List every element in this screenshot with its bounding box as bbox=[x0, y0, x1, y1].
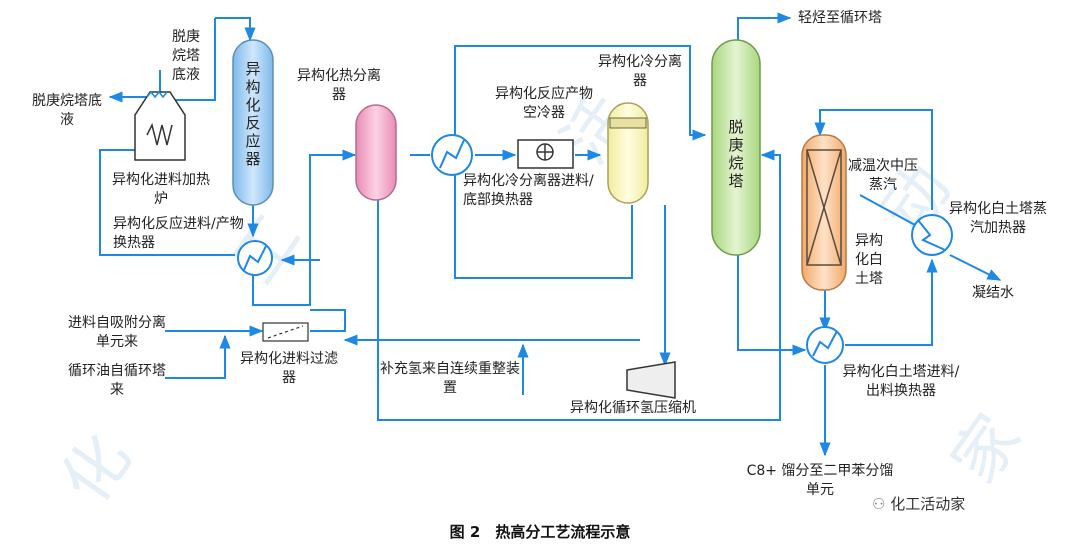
heater-coil bbox=[146, 90, 168, 99]
cold-sep-exchanger bbox=[431, 134, 473, 176]
air-cooler-label: 异构化反应产物空冷器 bbox=[495, 86, 593, 121]
hot-separator-label: 异构化热分离器 bbox=[297, 68, 381, 103]
deheptanizer-bottoms-out: 脱庚烷塔底液 bbox=[32, 93, 102, 128]
brand-logo: ⚇ 化工活动家 bbox=[872, 495, 966, 513]
feed-filter bbox=[262, 322, 309, 342]
clay-steam-heater bbox=[911, 214, 953, 256]
deheptanizer-bottoms-in: 脱庚烷塔底液 bbox=[172, 29, 200, 83]
compressor-label: 异构化循环氢压缩机 bbox=[570, 400, 696, 416]
heater-furnace bbox=[134, 91, 186, 161]
reactor-label: 异构化反应器 bbox=[245, 60, 261, 168]
steam-label: 减温次中压蒸汽 bbox=[848, 158, 918, 193]
cold-sep-exchanger-label: 异构化冷分离器进料/底部换热器 bbox=[463, 173, 594, 208]
clay-tower-vessel bbox=[801, 134, 847, 291]
clay-tower-label: 异构化白土塔 bbox=[855, 233, 883, 287]
reactor-vessel bbox=[232, 39, 274, 206]
recycle-compressor bbox=[626, 361, 676, 399]
clay-exchanger bbox=[806, 326, 844, 364]
hot-separator-vessel bbox=[355, 104, 397, 201]
feed-product-exchanger-label: 异构化反应进料/产物换热器 bbox=[113, 216, 244, 251]
light-hc-label: 轻烃至循环塔 bbox=[798, 10, 882, 26]
c8-product-label: C8+ 馏分至二甲苯分馏单元 bbox=[746, 463, 894, 498]
deheptanizer-column bbox=[711, 39, 761, 256]
feed-filter-label: 异构化进料过滤器 bbox=[240, 351, 338, 386]
feed-product-exchanger bbox=[237, 240, 273, 276]
heater-label: 异构化进料加热炉 bbox=[112, 172, 210, 207]
deheptanizer-label: 脱庚烷塔 bbox=[728, 118, 744, 190]
recycle-oil-label: 循环油自循环塔来 bbox=[68, 363, 166, 398]
air-cooler bbox=[517, 139, 574, 169]
makeup-h2-label: 补充氢来自连续重整装置 bbox=[380, 361, 520, 396]
clay-heater-label: 异构化白土塔蒸汽加热器 bbox=[949, 201, 1047, 236]
wechat-icon: ⚇ bbox=[872, 495, 891, 513]
feed-adsorption-label: 进料自吸附分离单元来 bbox=[68, 315, 166, 350]
condensate-label: 凝结水 bbox=[972, 285, 1014, 301]
clay-exchanger-label: 异构化白土塔进料/出料换热器 bbox=[842, 364, 960, 399]
cold-separator-label: 异构化冷分离器 bbox=[598, 54, 682, 89]
figure-caption: 图 2 热高分工艺流程示意 bbox=[449, 523, 631, 541]
